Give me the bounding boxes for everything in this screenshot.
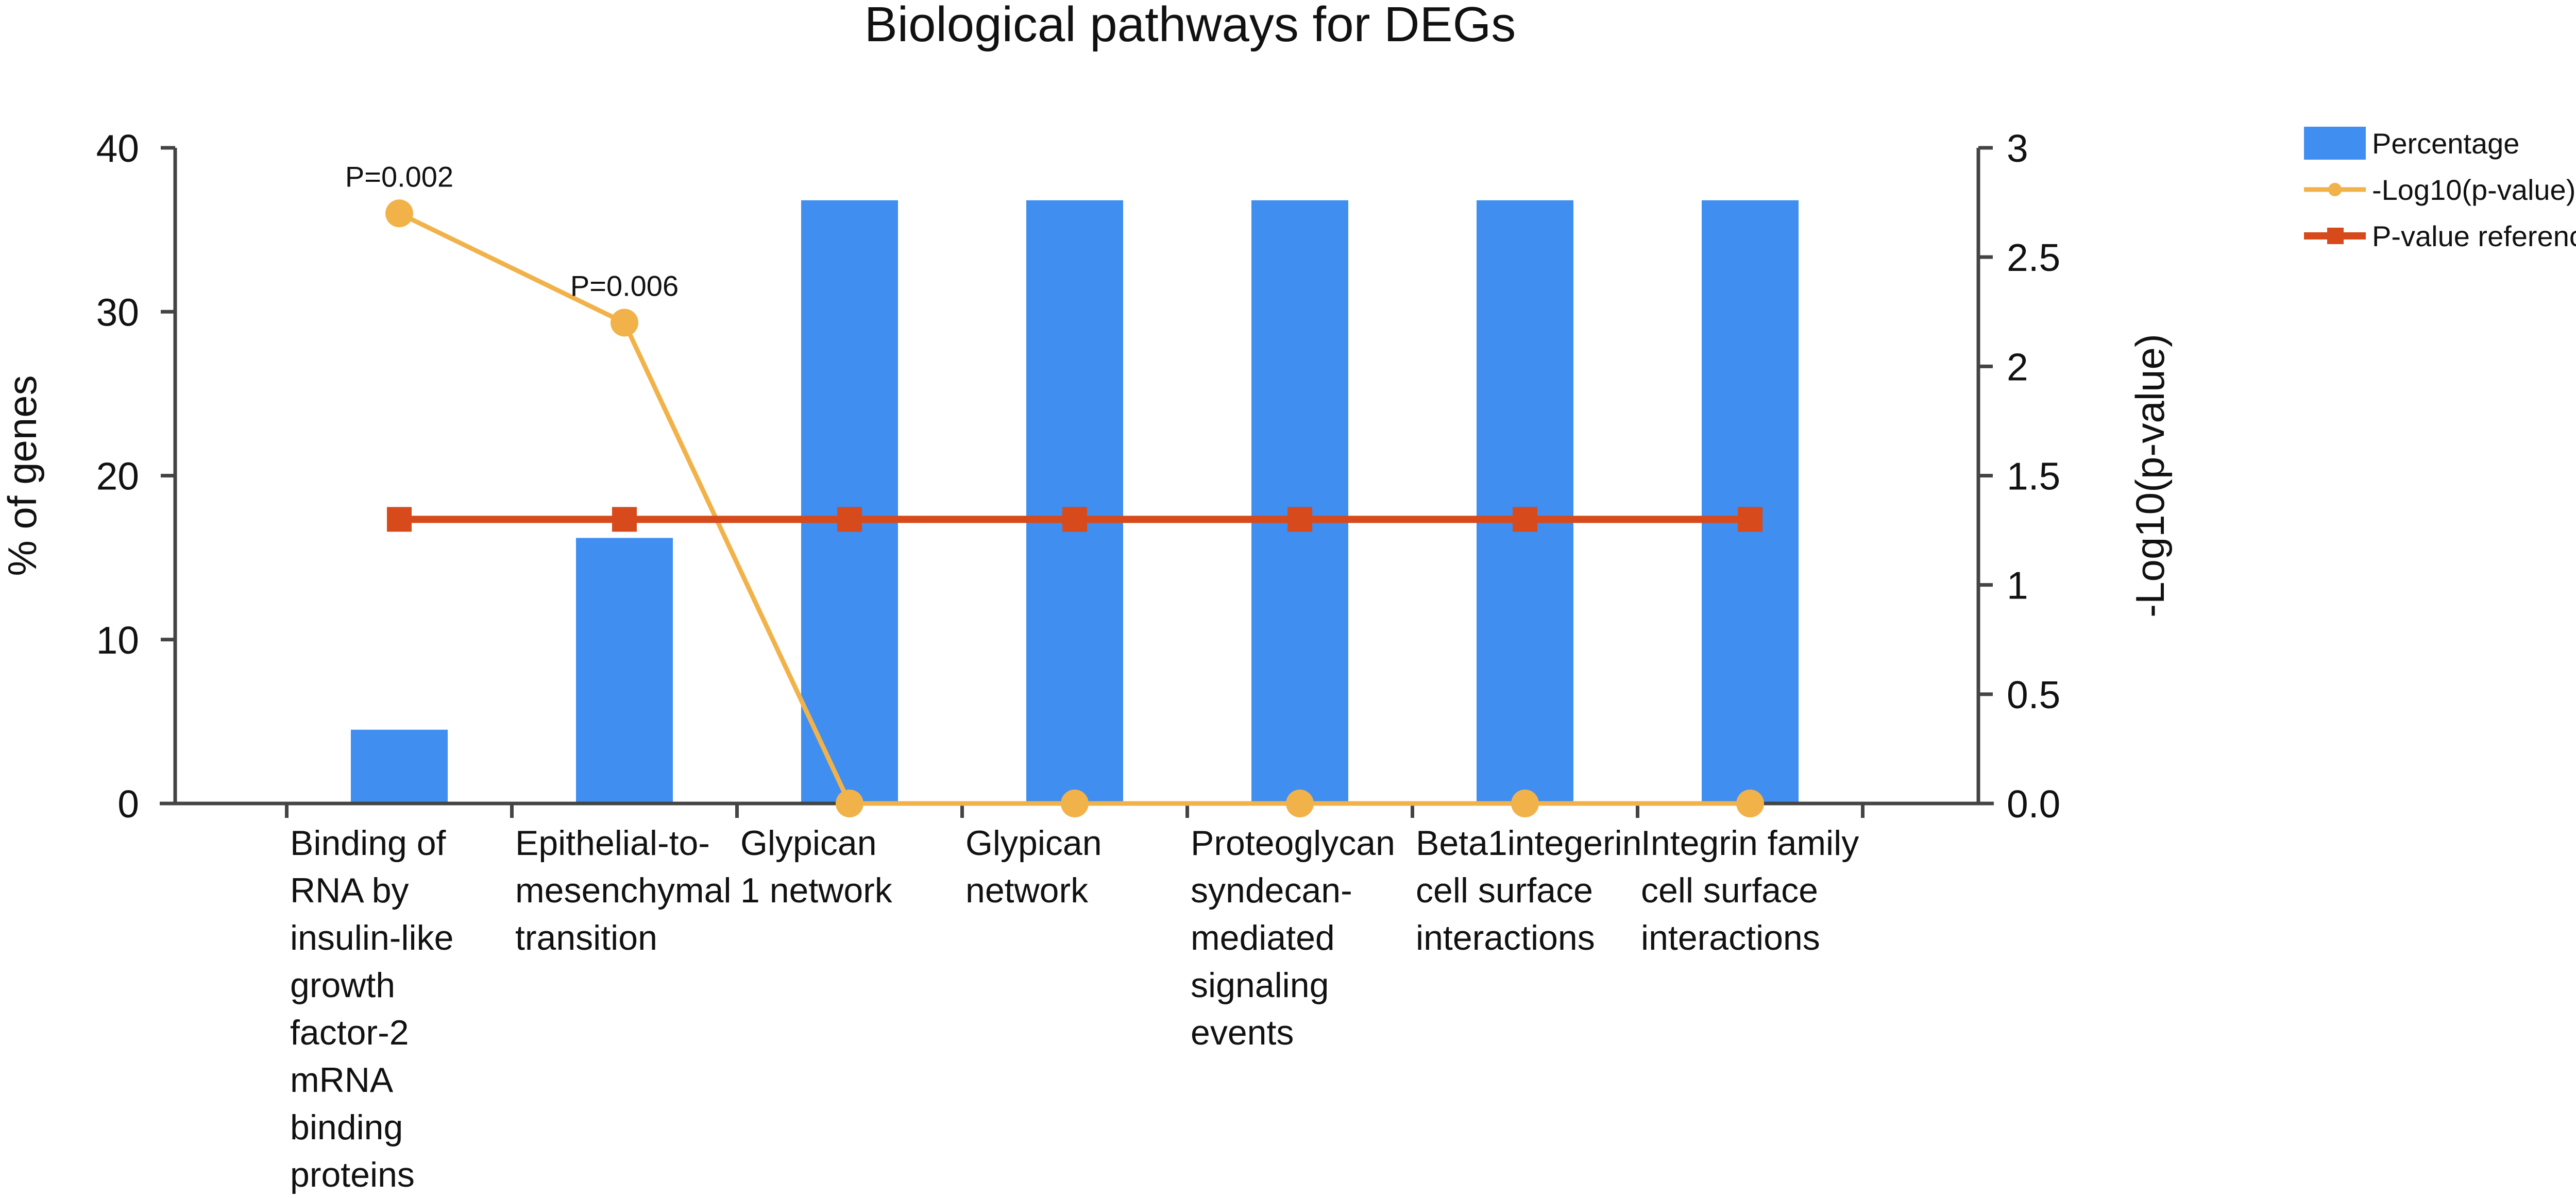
y-tick-label-left: 40 <box>96 127 139 170</box>
bar-4 <box>1251 200 1348 804</box>
pvalue-point-2 <box>836 790 863 817</box>
y-tick-label-right: 2.5 <box>2007 236 2060 279</box>
pvalue-point-1 <box>611 309 638 337</box>
y-tick-label-left: 30 <box>96 290 139 334</box>
pvalue-point-3 <box>1061 790 1089 817</box>
legend: Percentage -Log10(p-value) P-value referen… <box>2304 127 2576 252</box>
y-tick-label-right: 1.5 <box>2007 455 2060 498</box>
y-tick-label-left: 10 <box>96 619 139 662</box>
y-axis-title-left: % of genes <box>0 375 45 576</box>
reference-point-2 <box>837 507 862 532</box>
bar-5 <box>1477 200 1573 804</box>
legend-swatch-0 <box>2304 127 2366 160</box>
pvalue-annotation-0: P=0.002 <box>345 160 453 193</box>
reference-point-3 <box>1062 507 1087 532</box>
y-tick-label-right: 0.0 <box>2007 782 2060 826</box>
chart-title: Biological pathways for DEGs <box>865 0 1516 52</box>
legend-label-1: -Log10(p-value) <box>2372 174 2575 206</box>
y-axis-title-right: -Log10(p-value) <box>2127 334 2173 618</box>
bar-6 <box>1702 200 1799 804</box>
y-tick-label-right: 3 <box>2007 127 2028 170</box>
legend-marker-1 <box>2328 183 2342 196</box>
legend-label-2: P-value reference <box>2372 220 2576 252</box>
y-tick-label-left: 0 <box>117 782 139 826</box>
pvalue-point-4 <box>1286 790 1314 817</box>
pvalue-annotation-1: P=0.006 <box>570 269 679 302</box>
pvalue-point-5 <box>1511 790 1539 817</box>
bar-1 <box>576 538 673 803</box>
legend-marker-2 <box>2327 228 2344 244</box>
y-tick-label-right: 1 <box>2007 564 2028 607</box>
y-tick-label-right: 2 <box>2007 345 2028 388</box>
reference-point-4 <box>1287 507 1312 532</box>
bar-2 <box>801 200 898 804</box>
bar-3 <box>1026 200 1123 804</box>
axes-layer: 0 10 20 30 40 0.0 0.5 1 1.5 2 2.5 3 % of genes -Log10… <box>0 127 2173 826</box>
bars-layer <box>351 200 1799 804</box>
y-tick-label-right: 0.5 <box>2007 673 2060 716</box>
pvalue-point-6 <box>1736 790 1764 817</box>
lines-layer <box>385 199 1764 817</box>
reference-point-6 <box>1738 507 1762 532</box>
reference-point-1 <box>612 507 637 532</box>
y-tick-label-left: 20 <box>96 455 139 498</box>
legend-label-0: Percentage <box>2372 127 2519 160</box>
bar-0 <box>351 729 448 803</box>
reference-point-5 <box>1513 507 1537 532</box>
pvalue-point-0 <box>385 199 413 228</box>
reference-point-0 <box>387 507 412 532</box>
